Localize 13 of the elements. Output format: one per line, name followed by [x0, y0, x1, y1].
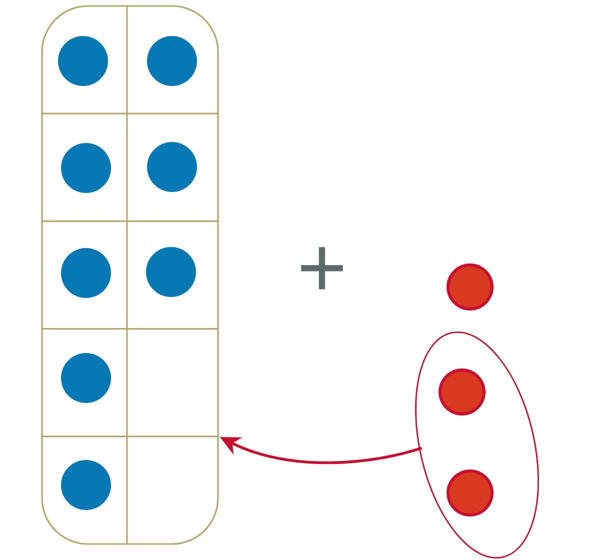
- counter-dot: [446, 264, 494, 310]
- counter-dot: [446, 470, 494, 516]
- plus-sign: +: [301, 247, 343, 290]
- counter-dot: [147, 36, 197, 86]
- counter-dot: [61, 248, 111, 298]
- counter-dot: [438, 368, 486, 416]
- counter-dot: [61, 353, 111, 403]
- counter-dot: [146, 247, 196, 297]
- counter-dot: [61, 143, 111, 193]
- ten-frame: [41, 5, 219, 545]
- counter-dot: [61, 460, 111, 510]
- counter-dot: [58, 36, 108, 86]
- counter-dot: [147, 142, 197, 192]
